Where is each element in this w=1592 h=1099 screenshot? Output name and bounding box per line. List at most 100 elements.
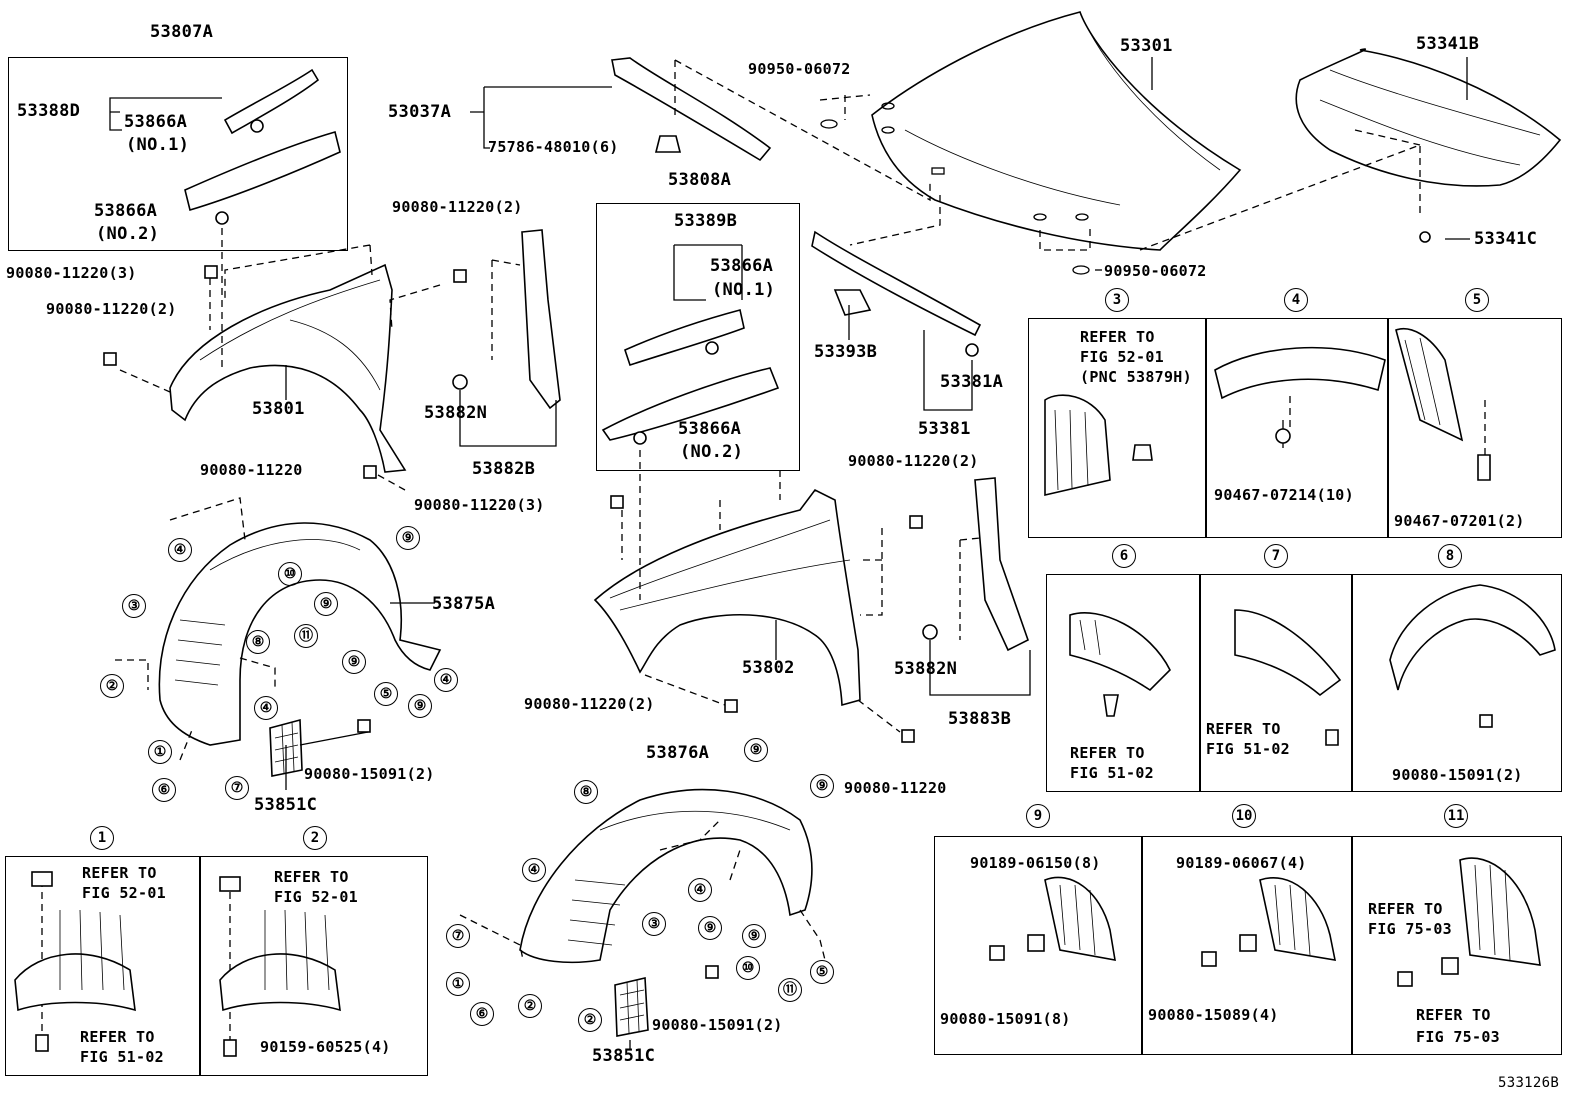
callout-10b: ⑩ <box>736 956 760 980</box>
leader-lines <box>109 57 1470 1050</box>
label-53875A: 53875A <box>432 594 496 614</box>
label-53866A-no2-a: 53866A <box>94 201 158 221</box>
callout-4d: ④ <box>522 858 546 882</box>
label-53393B: 53393B <box>814 342 878 362</box>
inset4-part: 90467-07214(10) <box>1214 486 1354 504</box>
callout-9: ⑨ <box>396 526 420 550</box>
hood-panel <box>871 11 1242 251</box>
callout-11b: ⑪ <box>778 978 802 1002</box>
label-90080-e: 90080-11220 <box>844 779 947 797</box>
callout-8: ⑧ <box>246 630 270 654</box>
label-53883B: 53883B <box>948 709 1012 729</box>
inset11-refer1: REFER TO <box>1368 900 1443 918</box>
callout-9e: ⑨ <box>744 738 768 762</box>
inset-box-8 <box>1352 574 1562 792</box>
label-90080-2-d: 90080-11220(2) <box>524 695 655 713</box>
inset2-part: 90159-60525(4) <box>260 1038 391 1056</box>
label-53301: 53301 <box>1120 36 1173 56</box>
label-90080-2-c: 90080-11220(2) <box>848 452 979 470</box>
callout-6: ⑥ <box>152 778 176 802</box>
callout-9f: ⑨ <box>810 774 834 798</box>
label-90080-15091-a: 90080-15091(2) <box>304 765 435 783</box>
label-53866A-no2-b: 53866A <box>678 419 742 439</box>
label-90950-bot: 90950-06072 <box>1104 262 1207 280</box>
inset8-number: 8 <box>1438 544 1462 568</box>
fender-53802 <box>593 488 861 707</box>
inset11-fig2: FIG 75-03 <box>1416 1028 1500 1046</box>
group-box-53807A <box>8 57 348 251</box>
liner-53882B <box>521 229 561 410</box>
callout-2b: ② <box>518 994 542 1018</box>
inset1-refer2: REFER TO <box>80 1028 155 1046</box>
inset2-number: 2 <box>303 826 327 850</box>
label-90080-15091-b: 90080-15091(2) <box>652 1016 783 1034</box>
inset3-refer: REFER TO <box>1080 328 1155 346</box>
callout-1b: ① <box>446 972 470 996</box>
wheel-liner-53875A <box>158 522 442 746</box>
inset-box-9 <box>934 836 1142 1055</box>
clip-75786 <box>654 135 682 153</box>
label-53882B: 53882B <box>472 459 536 479</box>
inset-sketches <box>14 328 1556 1057</box>
label-no1-b: (NO.1) <box>712 280 776 300</box>
label-90080-2-b: 90080-11220(2) <box>46 300 177 318</box>
inset-box-1 <box>5 856 200 1076</box>
callout-4c: ④ <box>434 668 458 692</box>
label-53851C-b: 53851C <box>592 1046 656 1066</box>
inset6-refer: REFER TO <box>1070 744 1145 762</box>
fender-53801 <box>169 263 407 473</box>
label-53341C: 53341C <box>1474 229 1538 249</box>
seal-53866A-no2-b <box>601 367 780 441</box>
callout-9d: ⑨ <box>408 694 432 718</box>
callout-8b: ⑧ <box>574 780 598 804</box>
callout-9c: ⑨ <box>342 650 366 674</box>
wheel-liner-53876A <box>519 788 813 964</box>
inset5-number: 5 <box>1465 288 1489 312</box>
label-53876A: 53876A <box>646 743 710 763</box>
hood-insulator <box>1295 48 1562 187</box>
label-53851C-a: 53851C <box>254 795 318 815</box>
inset-box-6 <box>1046 574 1200 792</box>
inset11-number: 11 <box>1444 804 1468 828</box>
callout-4: ④ <box>168 538 192 562</box>
inset-box-3 <box>1028 318 1206 538</box>
inset5-part: 90467-07201(2) <box>1394 512 1525 530</box>
inset11-fig1: FIG 75-03 <box>1368 920 1452 938</box>
seal-53381 <box>811 230 982 337</box>
inset11-refer2: REFER TO <box>1416 1006 1491 1024</box>
label-53882N-b: 53882N <box>894 659 958 679</box>
inset8-part: 90080-15091(2) <box>1392 766 1523 784</box>
inset7-number: 7 <box>1264 544 1288 568</box>
callout-9g: ⑨ <box>698 916 722 940</box>
callout-7b: ⑦ <box>446 924 470 948</box>
label-53866A-no1-b: 53866A <box>710 256 774 276</box>
seal-53866A-no1-b <box>624 309 745 367</box>
inset-box-4 <box>1206 318 1388 538</box>
label-53882N-a: 53882N <box>424 403 488 423</box>
label-53807A: 53807A <box>150 22 214 42</box>
inset1-refer1: REFER TO <box>82 864 157 882</box>
inset2-fig: FIG 52-01 <box>274 888 358 906</box>
callout-11: ⑪ <box>294 624 318 648</box>
label-no2-a: (NO.2) <box>96 224 160 244</box>
label-53341B: 53341B <box>1416 34 1480 54</box>
inset10-part2: 90080-15089(4) <box>1148 1006 1279 1024</box>
label-no1-a: (NO.1) <box>126 135 190 155</box>
seal-53866A-no2 <box>184 131 341 212</box>
label-53802: 53802 <box>742 658 795 678</box>
inset-box-11 <box>1352 836 1562 1055</box>
inset7-refer: REFER TO <box>1206 720 1281 738</box>
label-53381A: 53381A <box>940 372 1004 392</box>
label-53381: 53381 <box>918 419 971 439</box>
callout-9b: ⑨ <box>314 592 338 616</box>
inset9-part1: 90189-06150(8) <box>970 854 1101 872</box>
seal-53393B <box>833 289 872 316</box>
callout-3b: ③ <box>642 912 666 936</box>
callout-4b: ④ <box>254 696 278 720</box>
label-53037A: 53037A <box>388 102 452 122</box>
inset3-number: 3 <box>1105 288 1129 312</box>
bolt-icons <box>103 119 1431 979</box>
inset6-fig: FIG 51-02 <box>1070 764 1154 782</box>
inset1-number: 1 <box>90 826 114 850</box>
